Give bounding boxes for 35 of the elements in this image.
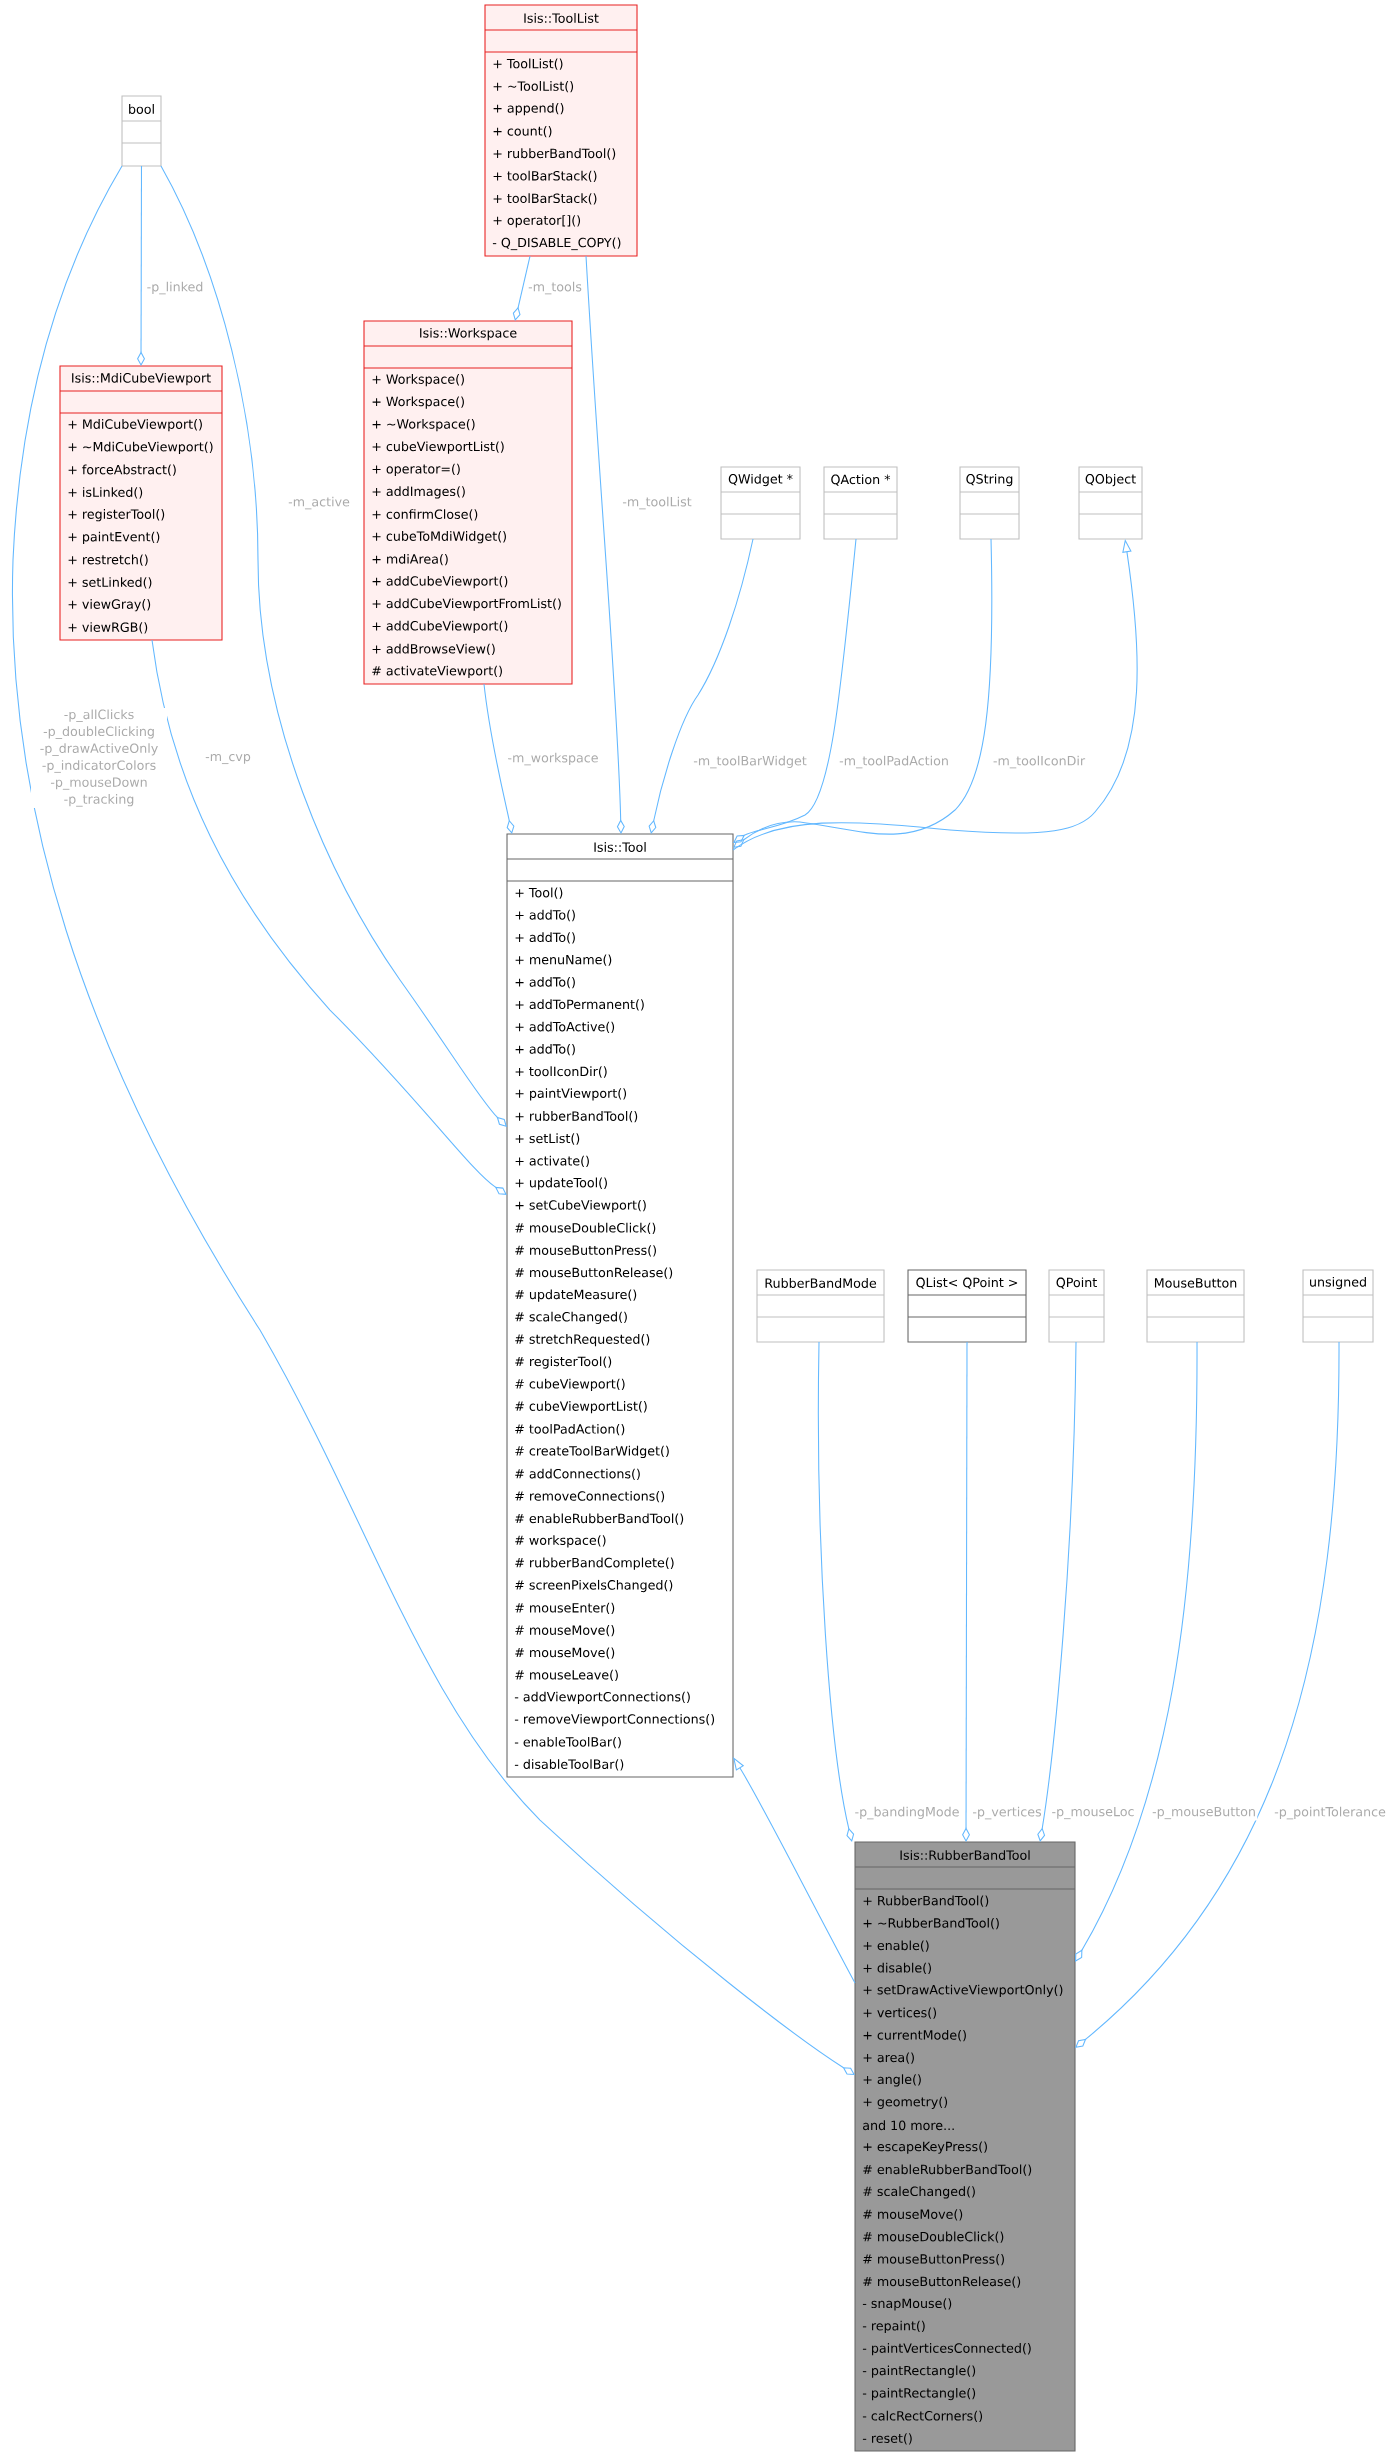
class-box: QObject: [1078, 466, 1143, 540]
aggregation-line: [483, 683, 515, 834]
class-box: RubberBandMode: [756, 1269, 885, 1343]
edge-label: -m_tools: [526, 280, 584, 296]
inheritance-arrow: [733, 1757, 856, 1984]
class-box: Isis::ToolList + ToolList() + ~ToolList() + append() + count() + rubberBandTool() + toolBarStack() + toolBarStack() + operator[]() - Q_DISABLE_COPY(): [484, 4, 638, 257]
class-box: Isis::RubberBandTool + RubberBandTool() + ~RubberBandTool() + enable() + disable() + setDrawActiveViewportOnly() + vertices() + currentMode() + area() + angle() + geometry() and 10 more... + escapeKeyPress() # enableRubberBandTool() # scaleChanged() # mouseMove() # mouseDoubleClick() # mouseButtonPress() # mouseButtonRelease() - snapMouse() - repaint() - paintVerticesConnected() - paintRectangle() - paintRectangle() - calcRectCorners() - reset(): [854, 1841, 1076, 2452]
class-box: Isis::MdiCubeViewport + MdiCubeViewport() + ~MdiCubeViewport() + forceAbstract() + isLinked() + registerTool() + paintEvent() + restretch() + setLinked() + viewGray() + viewRGB(): [59, 365, 223, 641]
class-box: QPoint: [1048, 1269, 1105, 1343]
class-box: bool: [121, 95, 162, 167]
edge-label: -p_pointTolerance: [1272, 1805, 1388, 1821]
class-box: QAction *: [823, 466, 898, 540]
class-box: Isis::Workspace + Workspace() + Workspace() + ~Workspace() + cubeViewportList() + operator=() + addImages() + confirmClose() + cubeToMdiWidget() + mdiArea() + addCubeViewport() + addCubeViewportFromList() + addCubeViewport() + addBrowseView() # activateViewport(): [363, 320, 573, 685]
edge-label: -p_vertices: [971, 1805, 1043, 1821]
edge-label: -p_bandingMode: [853, 1805, 961, 1821]
aggregation-line: [151, 639, 507, 1195]
class-box: unsigned: [1302, 1269, 1374, 1343]
edge-label: -p_linked: [145, 280, 205, 296]
class-box: QString: [959, 466, 1020, 540]
edge-label: -p_allClicks -p_doubleClicking -p_drawActiveOnly -p_indicatorColors -p_mouseDown -p_tracking: [31, 708, 167, 808]
class-box: QList< QPoint >: [907, 1269, 1027, 1343]
class-box: Isis::Tool + Tool() + addTo() + addTo() + menuName() + addTo() + addToPermanent() + addToActive() + addTo() + toolIconDir() + paintViewport() + rubberBandTool() + setList() + activate() + updateTool() + setCubeViewport() # mouseDoubleClick() # mouseButtonPress() # mouseButtonRelease() # updateMeasure() # scaleChanged() # stretchRequested() # registerTool() # cubeViewport() # cubeViewportList() # toolPadAction() # createToolBarWidget() # addConnections() # removeConnections() # enableRubberBandTool() # workspace() # rubberBandComplete() # screenPixelsChanged() # mouseEnter() # mouseMove() # mouseMove() # mouseLeave() - addViewportConnections() - removeViewportConnections() - enableToolBar() - disableToolBar(): [506, 833, 734, 1778]
aggregation-line: [648, 538, 754, 834]
aggregation-line: [733, 538, 993, 848]
edge-label: -m_toolList: [621, 495, 693, 511]
edge-label: -m_toolPadAction: [837, 754, 951, 770]
aggregation-line: [137, 165, 145, 366]
edge-label: -m_active: [286, 495, 352, 511]
edge-label: -m_toolBarWidget: [691, 754, 809, 770]
aggregation-line: [512, 255, 531, 321]
edge-label: -m_workspace: [506, 751, 600, 767]
edge-label: -m_toolIconDir: [991, 754, 1087, 770]
class-box: MouseButton: [1146, 1269, 1245, 1343]
class-box: QWidget *: [720, 466, 801, 540]
aggregation-line: [585, 255, 625, 834]
